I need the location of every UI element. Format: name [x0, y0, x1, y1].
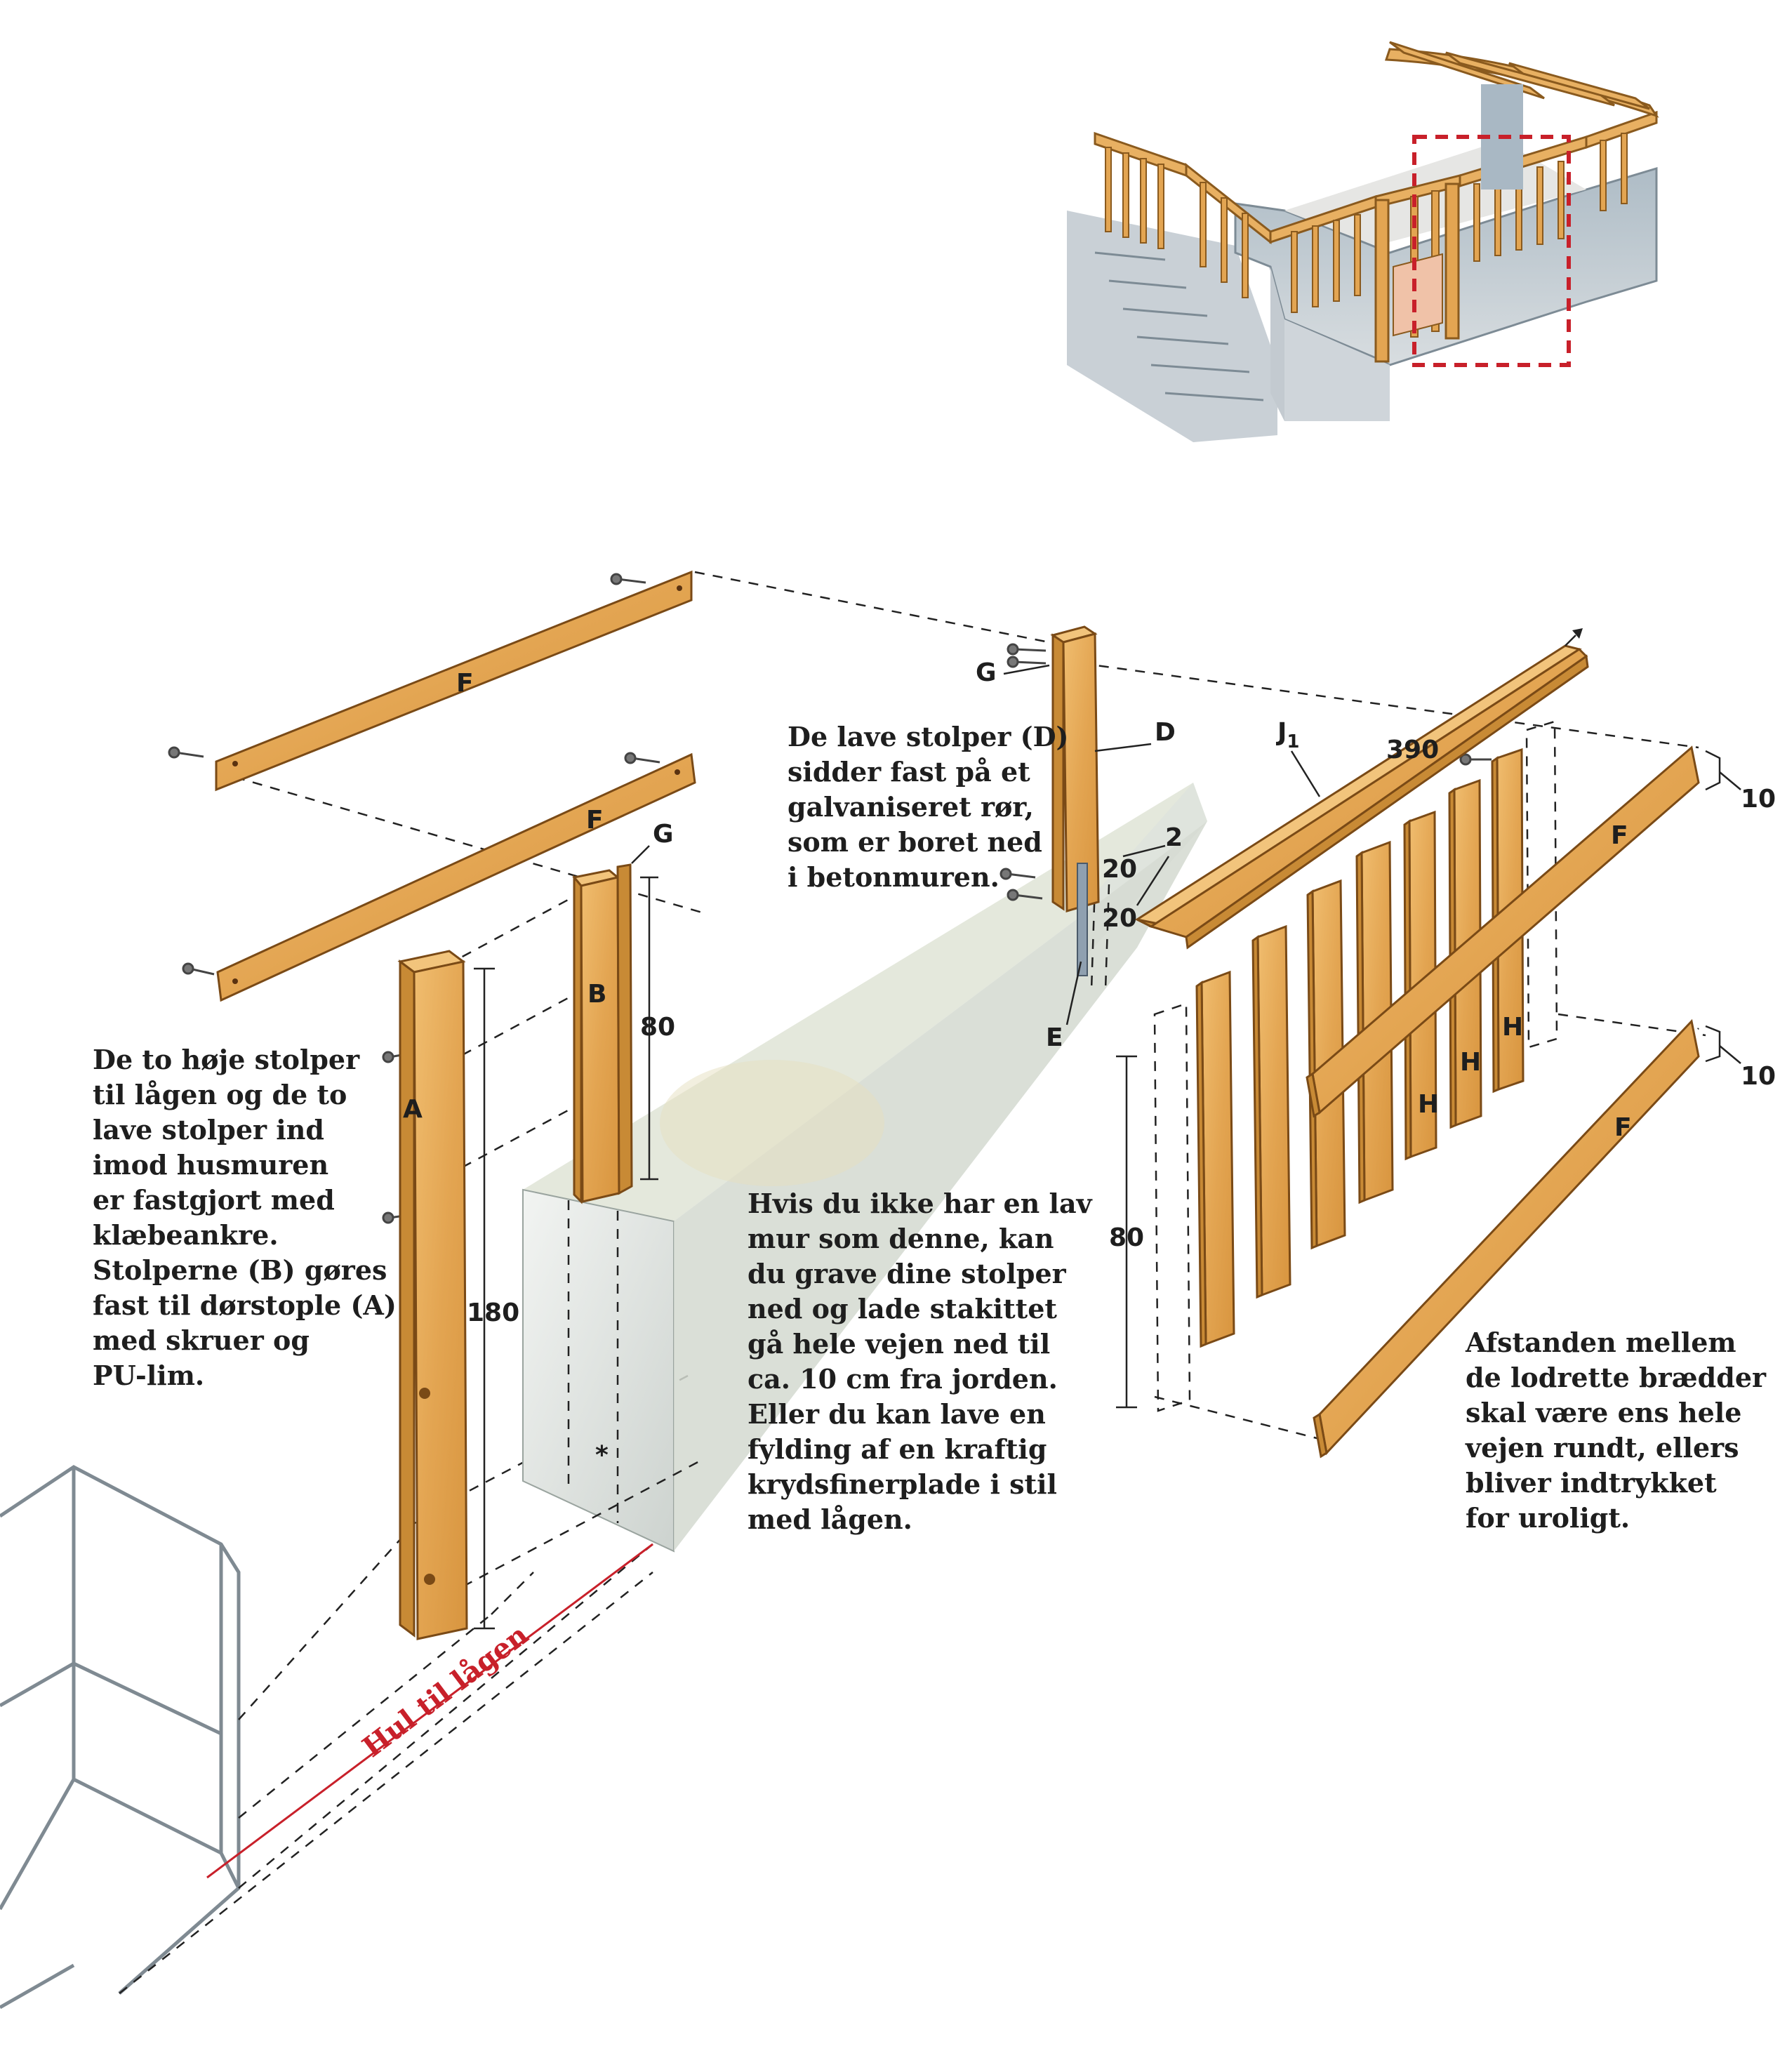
label-F-3: F — [1611, 821, 1628, 850]
fence-rail-F-upper: F — [1306, 745, 1700, 1118]
label-D: D — [1155, 718, 1176, 747]
concrete-wall: * — [522, 783, 1207, 1553]
label-H-3: H — [1502, 1013, 1523, 1042]
top-rail-F-lower: F — [216, 752, 696, 1002]
dim-20-lower: 20 — [1102, 904, 1137, 933]
top-rail-F-upper: F — [215, 570, 693, 792]
note-spacing: Afstanden mellem de lodrette brædder ska… — [1466, 1327, 1767, 1534]
dim-80-fence: 80 — [1109, 1223, 1144, 1252]
screw-icon — [168, 573, 1492, 1224]
dim-180: 180 — [467, 1299, 519, 1327]
galvanized-pipe — [1077, 863, 1088, 976]
note-tall-posts: De to høje stolper til lågen og de to la… — [93, 1044, 397, 1391]
anchor-mark: * — [595, 1441, 609, 1470]
label-F-4: F — [1614, 1113, 1632, 1142]
label-J1: J1 — [1275, 718, 1300, 752]
label-A: A — [403, 1095, 423, 1124]
cap-rail-J1 — [1134, 644, 1589, 950]
arrow-icon — [1572, 628, 1583, 639]
dim-2: 2 — [1165, 823, 1183, 852]
post-D — [1050, 625, 1100, 976]
dim-390: 390 — [1386, 736, 1439, 764]
post-A: A — [397, 950, 468, 1640]
label-F-2: F — [586, 806, 604, 835]
dim-20-upper: 20 — [1102, 855, 1137, 884]
note-no-wall: Hvis du ikke har en lav mur som denne, k… — [748, 1188, 1092, 1535]
dim-80-post: 80 — [640, 1013, 675, 1042]
label-E: E — [1046, 1023, 1063, 1052]
dim-10-upper: 10 — [1741, 785, 1776, 813]
note-low-posts: De lave stolper (D) sidder fast på et ga… — [788, 721, 1069, 893]
post-B: B — [572, 863, 633, 1204]
house-wall-outline — [0, 1465, 241, 2010]
dim-10-lower: 10 — [1741, 1062, 1776, 1091]
gate-hole-label: Hul til lågen — [357, 1618, 535, 1763]
label-H-2: H — [1460, 1048, 1481, 1077]
label-G-D: G — [976, 658, 997, 687]
overview-illustration — [1067, 41, 1659, 442]
label-G-B: G — [653, 820, 674, 849]
label-B: B — [587, 980, 606, 1009]
fence-rail-F-lower: F — [1313, 1018, 1700, 1459]
label-F-1: F — [456, 669, 474, 698]
label-H-1: H — [1418, 1090, 1439, 1119]
